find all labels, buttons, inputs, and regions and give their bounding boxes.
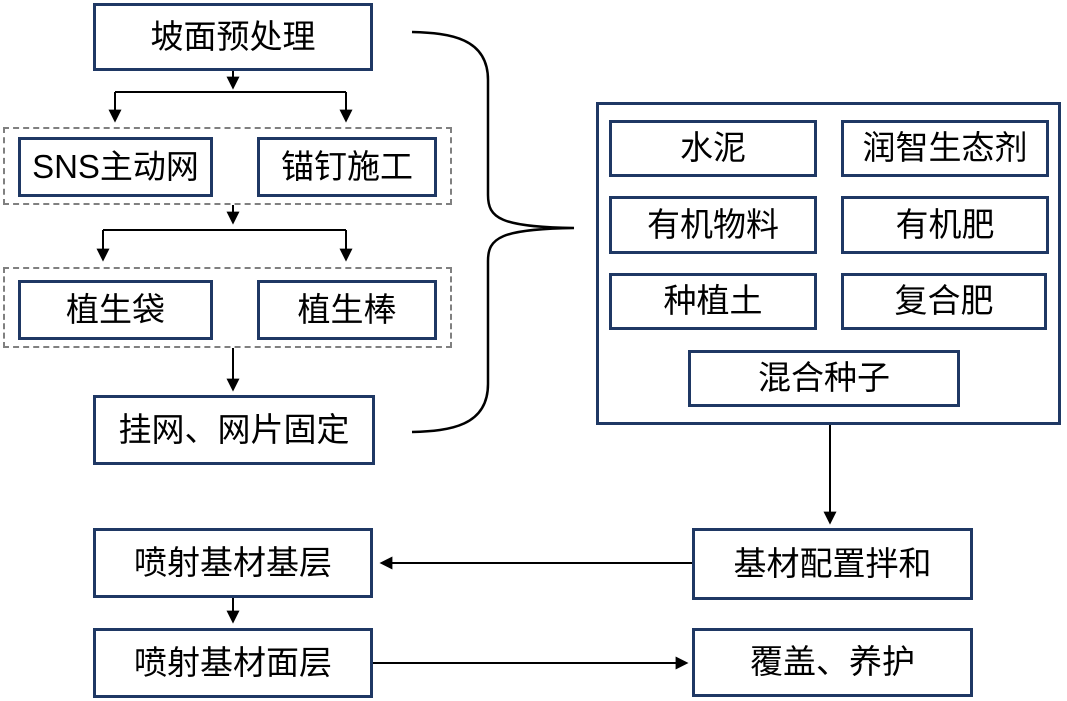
node-substrate-preparation-mixing: 基材配置拌和 bbox=[692, 528, 973, 600]
node-net-hanging-fixing: 挂网、网片固定 bbox=[93, 395, 375, 465]
node-sns-active-net: SNS主动网 bbox=[18, 137, 213, 197]
node-planting-soil: 种植土 bbox=[609, 273, 817, 330]
node-compound-fertilizer: 复合肥 bbox=[841, 273, 1047, 330]
dashed-group-protection-net bbox=[3, 127, 452, 205]
node-spray-substrate-base-layer: 喷射基材基层 bbox=[93, 528, 373, 598]
node-anchor-bolt-construction: 锚钉施工 bbox=[257, 137, 437, 197]
dashed-group-vegetation bbox=[3, 267, 452, 348]
node-spray-substrate-surface-layer: 喷射基材面层 bbox=[93, 628, 373, 698]
node-slope-pretreatment: 坡面预处理 bbox=[93, 3, 373, 71]
node-vegetation-bag: 植生袋 bbox=[18, 280, 213, 340]
node-cement: 水泥 bbox=[609, 120, 817, 177]
node-organic-material: 有机物料 bbox=[609, 196, 817, 254]
node-organic-fertilizer: 有机肥 bbox=[841, 196, 1049, 254]
node-cover-and-maintenance: 覆盖、养护 bbox=[692, 628, 973, 697]
node-vegetation-rod: 植生棒 bbox=[257, 280, 437, 340]
curly-brace bbox=[411, 30, 575, 434]
node-runzhi-eco-agent: 润智生态剂 bbox=[841, 120, 1049, 177]
node-mixed-seeds: 混合种子 bbox=[688, 350, 960, 407]
